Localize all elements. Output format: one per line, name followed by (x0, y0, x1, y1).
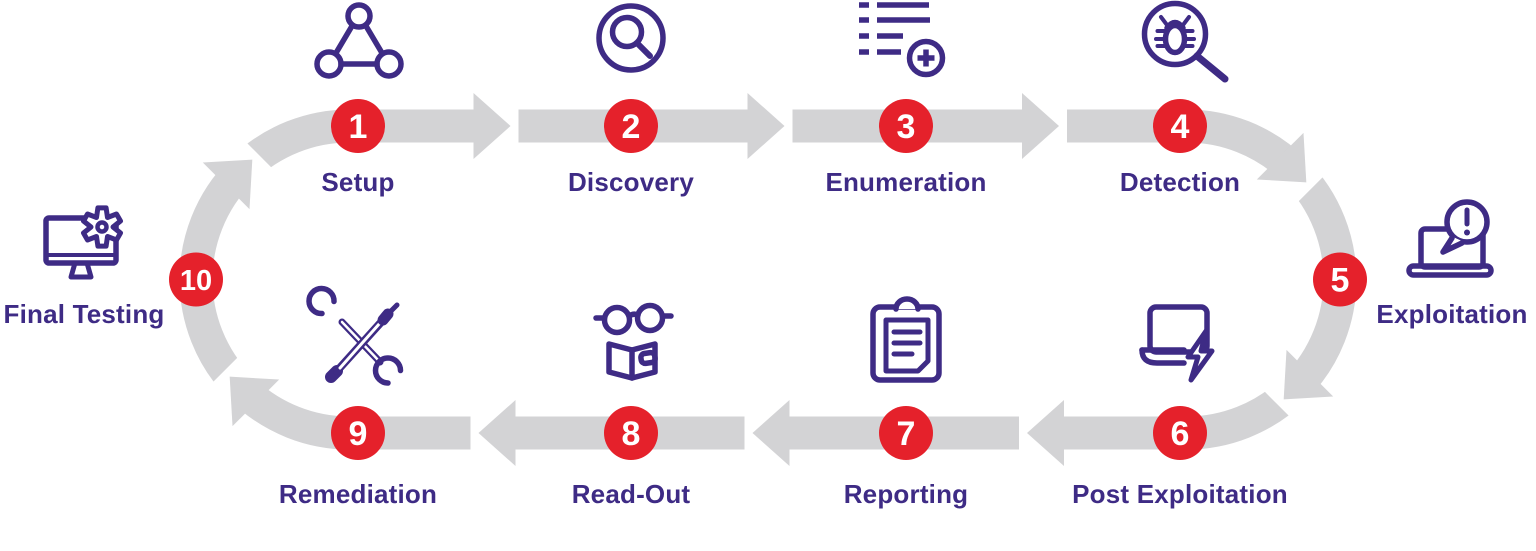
step-node-9: 9 (331, 406, 385, 460)
monitor-gear-icon (43, 205, 123, 280)
step-circle (331, 99, 385, 153)
flow-arrow (744, 400, 790, 466)
flow-arrow (747, 93, 793, 159)
book-glasses-icon (593, 302, 674, 381)
step-label-read-out: Read-Out (572, 479, 691, 509)
step-node-10: 10 (169, 252, 223, 307)
step-number: 1 (349, 108, 368, 146)
flow-arrow (1019, 400, 1064, 466)
flow-arrow (206, 353, 280, 427)
bug-magnifier-icon (1141, 0, 1229, 83)
step-number: 9 (349, 415, 368, 453)
step-label-setup: Setup (321, 167, 394, 197)
step-node-6: 6 (1153, 406, 1207, 460)
flow-arrow (473, 93, 519, 159)
flow-arrow (1260, 349, 1334, 423)
step-node-4: 4 (1153, 99, 1207, 153)
step-circle (879, 99, 933, 153)
step-node-3: 3 (879, 99, 933, 153)
step-label-detection: Detection (1120, 167, 1240, 197)
step-node-2: 2 (604, 99, 658, 153)
step-node-7: 7 (879, 406, 933, 460)
step-number: 4 (1171, 108, 1190, 146)
step-node-1: 1 (331, 99, 385, 153)
list-add-icon (859, 2, 946, 78)
step-node-5: 5 (1313, 252, 1367, 307)
network-triangle-icon (314, 2, 404, 79)
step-circle (169, 252, 223, 307)
step-circle (331, 406, 385, 460)
step-number: 6 (1171, 415, 1190, 453)
laptop-alert-icon (1406, 199, 1494, 278)
step-circle (1153, 99, 1207, 153)
laptop-lightning-icon (1139, 304, 1215, 383)
flow-arrow (470, 400, 516, 466)
flow-arrow (1256, 132, 1330, 206)
step-node-8: 8 (604, 406, 658, 460)
step-label-enumeration: Enumeration (825, 167, 986, 197)
step-number: 2 (622, 108, 641, 146)
step-label-exploitation: Exploitation (1376, 299, 1527, 329)
step-circle (1313, 252, 1367, 307)
clipboard-icon (870, 296, 942, 383)
step-number: 5 (1331, 262, 1350, 300)
step-number: 8 (622, 415, 641, 453)
step-circle (1153, 406, 1207, 460)
step-label-remediation: Remediation (279, 479, 437, 509)
step-number: 10 (180, 265, 212, 297)
step-label-post-exploitation: Post Exploitation (1072, 479, 1288, 509)
step-label-final-testing: Final Testing (3, 299, 164, 329)
step-number: 3 (897, 108, 916, 146)
step-circle (604, 99, 658, 153)
tools-icon (306, 285, 404, 386)
step-label-reporting: Reporting (844, 479, 969, 509)
magnifier-circle-icon (596, 3, 666, 73)
step-label-discovery: Discovery (568, 167, 694, 197)
step-number: 7 (897, 415, 916, 453)
step-circle (604, 406, 658, 460)
step-circle (879, 406, 933, 460)
flow-arrow (1022, 93, 1067, 159)
flow-arrow (202, 136, 276, 210)
